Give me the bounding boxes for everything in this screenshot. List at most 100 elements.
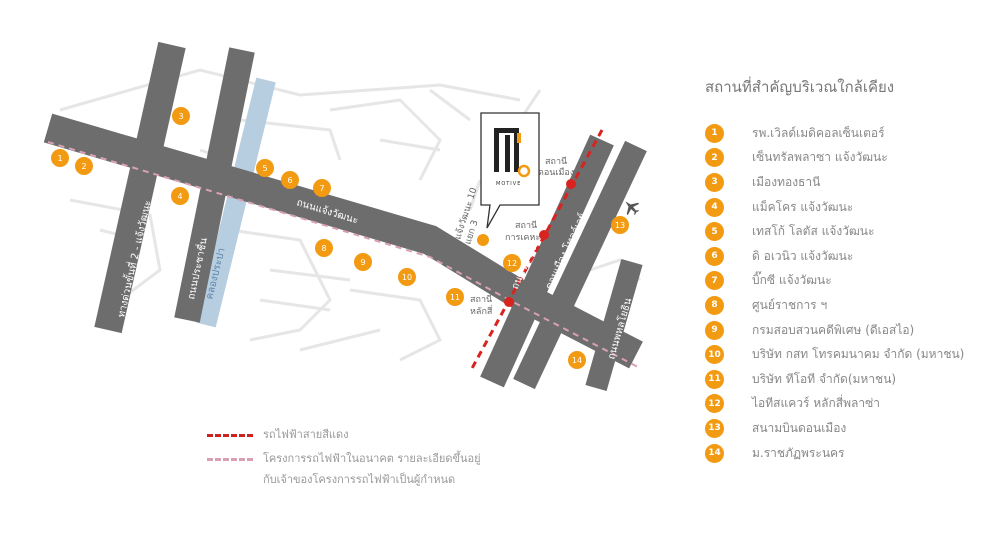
marker-number: 7 [705,271,724,291]
place-marker[interactable]: 2 [75,157,93,175]
places-legend: สถานที่สำคัญบริเวณใกล้เคียง 1 รพ.เวิลด์เม… [705,75,964,465]
rail-legend-red: รถไฟฟ้าสายสีแดง [207,425,349,443]
marker-number: 8 [705,295,724,315]
rail-legend-future: โครงการรถไฟฟ้าในอนาคต รายละเอียดขึ้นอยู่… [207,449,481,488]
legend-item-label: บริษัท ทีโอที จำกัด(มหาชน) [752,371,897,386]
legend-item: 14 ม.ราชภัฏพระนคร [705,441,964,466]
legend-item: 8 ศูนย์ราชการ ฯ [705,293,964,318]
legend-item: 5 เทสโก้ โลตัส แจ้งวัฒนะ [705,219,964,244]
place-marker[interactable]: 3 [172,107,190,125]
legend-item-label: เมืองทองธานี [752,174,821,189]
future-rail-line [47,141,639,368]
place-marker[interactable]: 13 [611,216,629,234]
svg-text:6: 6 [287,176,292,185]
motive-logo: MOTIVE [494,128,531,187]
legend-item: 1 รพ.เวิลด์เมดิคอลเซ็นเตอร์ [705,121,964,146]
place-marker[interactable]: 7 [313,179,331,197]
expressway-road [94,41,186,334]
phahonyothin-road [585,258,643,392]
pink-dash-icon [207,457,253,461]
legend-item: 9 กรมสอบสวนคดีพิเศษ (ดีเอสไอ) [705,318,964,343]
svg-text:10: 10 [402,273,412,282]
marker-number: 9 [705,320,724,340]
place-marker[interactable]: 14 [568,351,586,369]
station-donmueang: สถานี ดอนเมือง [538,156,576,189]
canal [196,77,276,328]
svg-text:1: 1 [57,154,62,163]
svg-text:หลักสี่: หลักสี่ [470,304,493,317]
station-laksi: สถานี หลักสี่ [470,294,514,317]
marker-number: 1 [705,123,724,143]
location-pin [477,234,489,246]
svg-text:สถานี: สถานี [470,294,492,305]
legend-item: 12 ไอทีสแควร์ หลักสี่พลาซ่า [705,392,964,417]
legend-item-label: สนามบินดอนเมือง [752,420,847,435]
place-marker[interactable]: 10 [398,268,416,286]
svg-text:8: 8 [321,244,326,253]
place-marker[interactable]: 11 [446,288,464,306]
marker-number: 14 [705,443,724,463]
legend-item-label: ม.ราชภัฏพระนคร [752,445,845,460]
legend-item-label: เซ็นทรัลพลาซา แจ้งวัฒนะ [752,150,888,165]
svg-text:3: 3 [178,112,183,121]
place-marker[interactable]: 12 [503,254,521,272]
svg-text:สถานี: สถานี [515,220,537,231]
svg-text:ดอนเมือง: ดอนเมือง [538,167,574,178]
place-marker[interactable]: 1 [51,149,69,167]
marker-number: 10 [705,345,724,365]
svg-text:12: 12 [507,259,517,268]
red-rail-line [468,129,604,373]
vibhavadi-road [480,134,614,388]
svg-text:การเคหะ: การเคหะ [505,233,540,243]
place-marker[interactable]: 8 [315,239,333,257]
svg-text:14: 14 [572,356,582,365]
legend-item-label: เทสโก้ โลตัส แจ้งวัฒนะ [752,224,875,239]
svg-text:11: 11 [450,293,460,302]
legend-item-label: กรมสอบสวนคดีพิเศษ (ดีเอสไอ) [752,322,915,337]
airplane-icon [625,201,640,216]
chaengwattana-road [43,113,643,369]
legend-item-label: ศูนย์ราชการ ฯ [752,297,828,312]
place-marker[interactable]: 5 [256,159,274,177]
svg-text:9: 9 [360,258,365,267]
legend-item-label: แม็คโคร แจ้งวัฒนะ [752,199,854,214]
legend-item-label: ไอทีสแควร์ หลักสี่พลาซ่า [752,396,880,411]
marker-number: 6 [705,246,724,266]
legend-title: สถานที่สำคัญบริเวณใกล้เคียง [705,78,895,96]
svg-text:สถานี: สถานี [545,156,567,167]
station-kan-kheha: สถานี การเคหะ [505,220,549,243]
marker-number: 11 [705,369,724,389]
legend-item: 4 แม็คโคร แจ้งวัฒนะ [705,195,964,220]
legend-item: 10 บริษัท กสท โทรคมนาคม จำกัด (มหาชน) [705,342,964,367]
marker-number: 3 [705,172,724,192]
marker-number: 12 [705,394,724,414]
svg-text:MOTIVE: MOTIVE [496,181,521,187]
legend-item-label: รพ.เวิลด์เมดิคอลเซ็นเตอร์ [752,125,885,140]
svg-text:4: 4 [177,192,182,201]
place-marker[interactable]: 6 [281,171,299,189]
legend-item: 13 สนามบินดอนเมือง [705,416,964,441]
legend-item: 6 ดิ อเวนิว แจ้งวัฒนะ [705,244,964,269]
marker-number: 13 [705,418,724,438]
legend-item-label: บิ๊กซี แจ้งวัฒนะ [752,273,832,288]
tollway-road [513,140,647,390]
marker-number: 5 [705,222,724,242]
marker-number: 4 [705,197,724,217]
red-dash-icon [207,433,253,437]
legend-item-label: บริษัท กสท โทรคมนาคม จำกัด (มหาชน) [752,347,965,362]
project-location-callout[interactable]: MOTIVE [477,112,540,246]
svg-text:5: 5 [262,164,267,173]
legend-item: 3 เมืองทองธานี [705,170,964,195]
svg-text:7: 7 [319,184,324,193]
place-marker[interactable]: 9 [354,253,372,271]
legend-item: 11 บริษัท ทีโอที จำกัด(มหาชน) [705,367,964,392]
svg-text:2: 2 [81,162,86,171]
legend-item: 7 บิ๊กซี แจ้งวัฒนะ [705,269,964,294]
svg-text:13: 13 [615,221,625,230]
place-marker[interactable]: 4 [171,187,189,205]
legend-item-label: ดิ อเวนิว แจ้งวัฒนะ [752,248,854,263]
